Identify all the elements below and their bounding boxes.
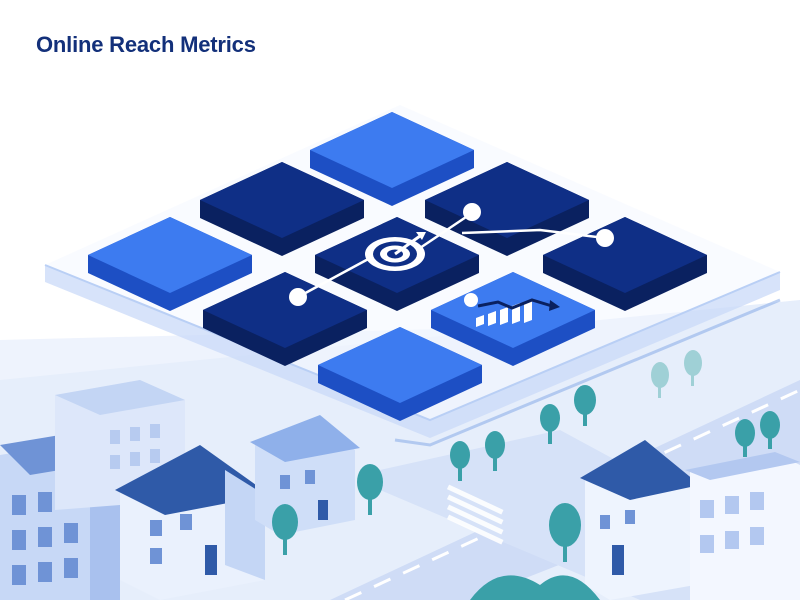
- house-right: [580, 440, 700, 600]
- node-dot: [596, 229, 614, 247]
- node-dot: [289, 288, 307, 306]
- connectors: [289, 203, 614, 307]
- tile-upper-left: [200, 162, 364, 256]
- node-dot: [463, 203, 481, 221]
- target-icon: [365, 232, 426, 271]
- tile-left: [88, 217, 252, 311]
- trees: [272, 350, 780, 600]
- metric-tiles: [88, 112, 707, 421]
- tile-top: [310, 112, 474, 206]
- node-dot: [464, 293, 478, 307]
- trend-chart-icon: [476, 298, 560, 327]
- building-right: [685, 452, 800, 600]
- tile-lower-left: [203, 272, 367, 366]
- crosswalk: [446, 484, 504, 545]
- page-title: Online Reach Metrics: [36, 32, 256, 57]
- tile-bottom: [318, 327, 482, 421]
